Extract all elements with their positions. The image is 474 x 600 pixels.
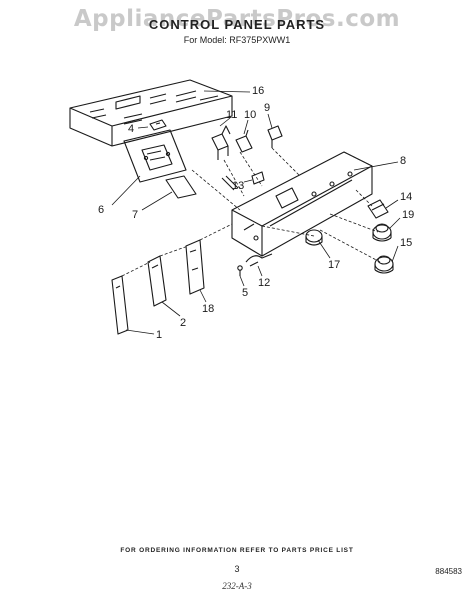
ordering-note: FOR ORDERING INFORMATION REFER TO PARTS … <box>120 547 354 554</box>
part-10-switch <box>235 129 253 153</box>
part-9-bracket <box>267 125 283 148</box>
part-1-end-cap <box>111 275 129 335</box>
callout-2: 2 <box>180 317 186 329</box>
part-2-end-cap <box>147 255 167 307</box>
callout-5: 5 <box>242 287 248 299</box>
assembly-lines <box>121 147 381 277</box>
callout-9: 9 <box>264 102 270 114</box>
part-6-timer-plate <box>123 129 187 183</box>
callout-12: 12 <box>258 277 270 289</box>
part-12-wire <box>245 253 273 267</box>
callout-16: 16 <box>252 85 264 97</box>
leader-lines <box>111 90 401 335</box>
callout-8: 8 <box>400 155 406 167</box>
callout-6: 6 <box>98 204 104 216</box>
part-4-clip <box>149 119 167 131</box>
part-17-knob <box>305 229 323 246</box>
callout-18: 18 <box>202 303 214 315</box>
exploded-view-diagram: 16 4 6 7 11 10 9 8 13 14 19 15 17 12 5 1… <box>69 79 414 341</box>
part-7-lens <box>165 175 197 199</box>
part-8-control-panel <box>231 151 373 257</box>
part-11-switch <box>211 125 231 160</box>
part-16-backguard <box>69 79 233 147</box>
watermark: AppliancePartsPros.com <box>73 6 401 32</box>
part-15-knob <box>374 255 394 274</box>
model-subtitle: For Model: RF375PXWW1 <box>183 35 291 45</box>
callout-13: 13 <box>232 180 244 192</box>
callout-17: 17 <box>328 259 340 271</box>
callout-7: 7 <box>132 209 138 221</box>
page-number: 3 <box>234 564 240 574</box>
callout-15: 15 <box>400 237 412 249</box>
part-5-screw <box>237 265 243 276</box>
callout-4: 4 <box>128 123 134 135</box>
part-13-connector <box>221 171 265 191</box>
callout-1: 1 <box>156 329 162 341</box>
part-14-knob <box>367 199 389 219</box>
callout-14: 14 <box>400 191 412 203</box>
part-19-knob <box>372 223 392 242</box>
diagram-title: CONTROL PANEL PARTS <box>148 17 326 32</box>
callout-19: 19 <box>402 209 414 221</box>
part-18-bracket <box>185 239 205 295</box>
callout-10: 10 <box>244 109 256 121</box>
handwritten-code: 232-A-3 <box>222 581 252 591</box>
callout-11: 11 <box>226 109 237 121</box>
document-part-number: 884583 <box>435 567 462 576</box>
